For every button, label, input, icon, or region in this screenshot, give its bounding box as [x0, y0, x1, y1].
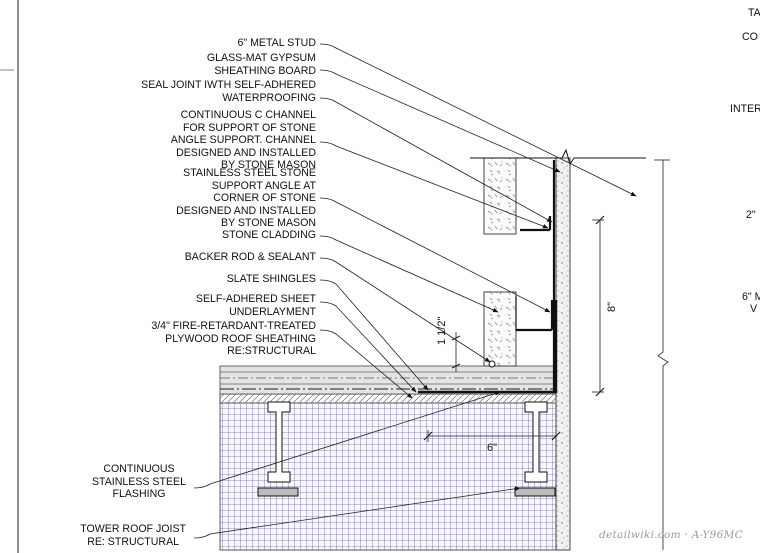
- callout-support-angle-line: CORNER OF STONE: [213, 192, 316, 205]
- callout-underlayment-line: UNDERLAYMENT: [229, 305, 316, 318]
- callout-c-channel-line: BY STONE MASON: [221, 159, 316, 169]
- callout-roof-sheathing: 3/4" FIRE-RETARDANT-TREATED PLYWOOD ROOF…: [151, 320, 316, 358]
- callout-stone-cladding: STONE CLADDING: [222, 229, 316, 242]
- callout-slate-shingles-line: SLATE SHINGLES: [226, 273, 316, 285]
- callout-support-angle-line: BY STONE MASON: [221, 217, 316, 230]
- dimension-gap-label: 1 1/2": [436, 316, 448, 345]
- callout-roof-joist-line: RE: STRUCTURAL: [87, 535, 180, 548]
- callout-c-channel: CONTINUOUS C CHANNEL FOR SUPPORT OF STON…: [171, 109, 316, 169]
- callout-flashing-line: STAINLESS STEEL: [91, 475, 186, 488]
- callout-roof-joist-line: TOWER ROOF JOIST: [80, 523, 186, 535]
- callout-flashing-line: FLASHING: [112, 488, 166, 501]
- callout-c-channel-line: ANGLE SUPPORT. CHANNEL: [170, 134, 316, 147]
- callout-c-channel-line: DESIGNED AND INSTALLED: [176, 146, 316, 159]
- callout-metal-stud: 6" METAL STUD: [237, 37, 316, 50]
- callout-backer-rod-line: BACKER ROD & SEALANT: [184, 251, 316, 263]
- edge-fragment: INTER: [730, 103, 760, 115]
- callout-c-channel-line: CONTINUOUS C CHANNEL: [180, 109, 316, 121]
- dimension-height-label: 8": [606, 301, 618, 312]
- callout-flashing: CONTINUOUS STAINLESS STEEL FLASHING: [92, 463, 186, 501]
- callout-slate-shingles: SLATE SHINGLES: [227, 273, 316, 286]
- edge-fragment: V: [750, 303, 758, 315]
- callout-stone-cladding-line: STONE CLADDING: [222, 229, 316, 241]
- callout-roof-joist: TOWER ROOF JOIST RE: STRUCTURAL: [80, 523, 186, 548]
- callout-gypsum-sheathing: GLASS-MAT GYPSUM SHEATHING BOARD: [207, 52, 316, 77]
- edge-fragment: 6" M: [742, 291, 760, 303]
- edge-fragment: 2": [746, 209, 756, 221]
- callout-underlayment: SELF-ADHERED SHEET UNDERLAYMENT: [196, 293, 316, 318]
- edge-fragment: CO: [742, 31, 758, 43]
- watermark: detailwiki.com · A-Y96MC: [599, 529, 743, 541]
- callout-gypsum-sheathing-line: GLASS-MAT GYPSUM: [206, 52, 316, 64]
- dimension-width-label: 6": [487, 442, 498, 454]
- callout-backer-rod: BACKER ROD & SEALANT: [185, 251, 316, 264]
- callout-support-angle-line: STAINLESS STEEL STONE: [183, 167, 316, 179]
- callout-roof-sheathing-line: 3/4" FIRE-RETARDANT-TREATED: [151, 320, 316, 332]
- callout-roof-sheathing-line: PLYWOOD ROOF SHEATHING: [165, 332, 316, 345]
- edge-fragment: TA: [748, 7, 760, 19]
- callout-c-channel-line: FOR SUPPORT OF STONE: [182, 121, 316, 134]
- callout-support-angle-line: DESIGNED AND INSTALLED: [176, 204, 316, 217]
- callout-seal-joint-line: WATERPROOFING: [222, 91, 316, 104]
- callout-seal-joint-line: SEAL JOINT IWTH SELF-ADHERED: [141, 79, 316, 91]
- callout-support-angle: STAINLESS STEEL STONE SUPPORT ANGLE AT C…: [176, 167, 316, 230]
- callout-roof-sheathing-line: RE:STRUCTURAL: [227, 345, 316, 358]
- callout-flashing-line: CONTINUOUS: [103, 463, 175, 475]
- callout-support-angle-line: SUPPORT ANGLE AT: [211, 179, 316, 192]
- callout-underlayment-line: SELF-ADHERED SHEET: [195, 293, 316, 305]
- callout-gypsum-sheathing-line: SHEATHING BOARD: [214, 64, 316, 77]
- callout-seal-joint: SEAL JOINT IWTH SELF-ADHERED WATERPROOFI…: [141, 79, 316, 104]
- callout-metal-stud-line: 6" METAL STUD: [237, 37, 316, 49]
